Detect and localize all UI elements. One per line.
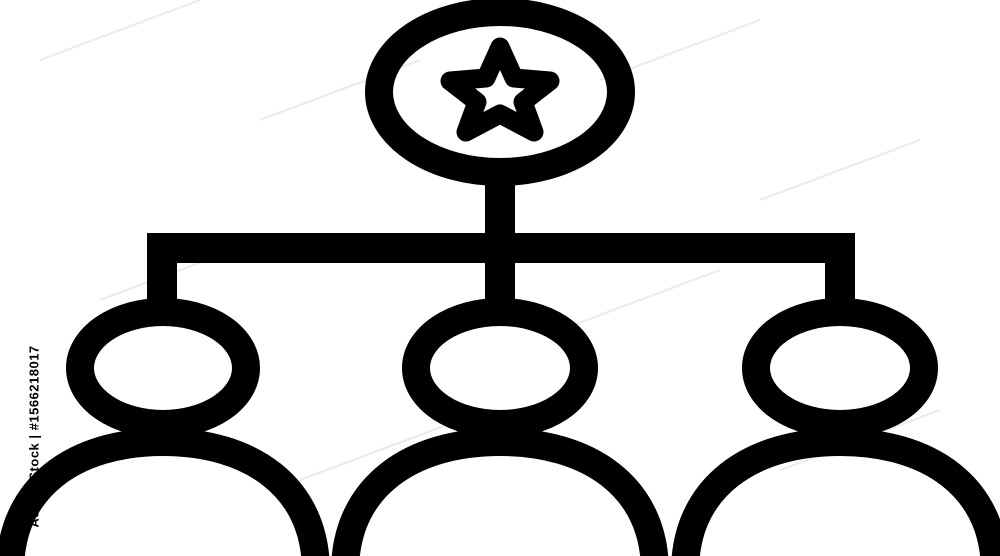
person-head-center — [402, 298, 598, 438]
stock-id-text: Adobe Stock | #1566218017 — [26, 344, 42, 528]
person-body-right — [671, 427, 1000, 556]
person-icon-right — [671, 298, 1000, 556]
stock-id-watermark: Adobe Stock | #1566218017 — [24, 316, 44, 556]
person-icon-center — [331, 298, 669, 556]
person-icon-left — [0, 298, 330, 556]
person-body-center — [331, 427, 669, 556]
leader-oval — [365, 0, 635, 186]
person-head-right — [742, 298, 938, 438]
hierarchy-connectors — [147, 168, 855, 315]
person-head-left — [66, 298, 260, 438]
person-body-left — [0, 427, 330, 556]
leader-badge — [365, 0, 635, 186]
star-icon — [440, 37, 560, 142]
